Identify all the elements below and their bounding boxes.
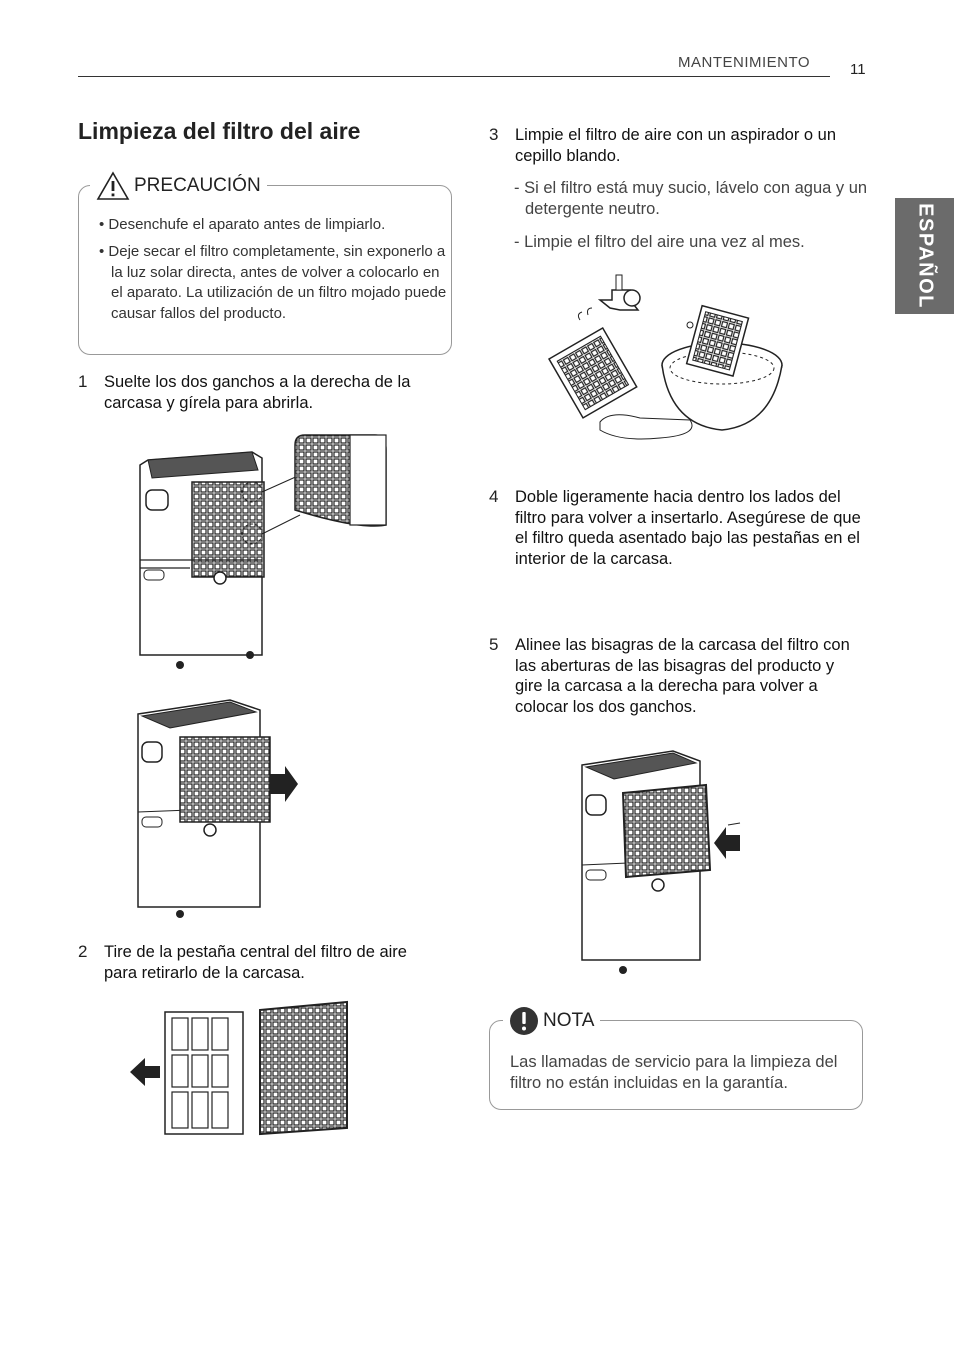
step-number: 2: [78, 942, 88, 961]
step-text: Doble ligeramente hacia dentro los lados…: [515, 488, 861, 568]
step-text: Tire de la pestaña central del filtro de…: [104, 943, 407, 982]
warning-triangle-icon: [96, 171, 130, 200]
dehumidifier-hooks-illustration: [139, 434, 387, 669]
caution-item: • Desenchufe el aparato antes de limpiar…: [99, 216, 386, 233]
exclamation-circle-icon: [510, 1007, 538, 1035]
note-text: Las llamadas de servicio para la limpiez…: [510, 1053, 838, 1092]
caution-label: PRECAUCIÓN: [90, 171, 267, 201]
step-note: - Si el filtro está muy sucio, lávelo co…: [514, 179, 868, 218]
caution-item: • Deje secar el filtro completamente, si…: [99, 243, 447, 322]
dehumidifier-open-illustration: [137, 699, 298, 918]
filter-washing-illustration: [547, 274, 783, 440]
step-text: Limpie el filtro de aire con un aspirado…: [515, 126, 837, 165]
step-number: 3: [489, 125, 499, 144]
note-label-text: NOTA: [543, 1010, 595, 1031]
page-title: Limpieza del filtro del aire: [78, 118, 361, 144]
note-label: NOTA: [503, 1006, 601, 1036]
step-number: 5: [489, 635, 499, 654]
header-divider: [78, 76, 830, 77]
step-text: Suelte los dos ganchos a la derecha de l…: [104, 373, 411, 412]
language-tab-label: ESPAÑOL: [914, 203, 936, 309]
filter-removal-illustration: [130, 1000, 348, 1136]
step-note: - Limpie el filtro del aire una vez al m…: [514, 233, 805, 251]
filter-reinsert-illustration: [581, 750, 741, 974]
step-number: 1: [78, 372, 88, 391]
step-text: Alinee las bisagras de la carcasa del fi…: [515, 636, 850, 716]
caution-label-text: PRECAUCIÓN: [134, 175, 261, 196]
page-number: 11: [850, 61, 866, 78]
step-number: 4: [489, 487, 499, 506]
section-name: MANTENIMIENTO: [678, 54, 811, 71]
note-box: [489, 1020, 863, 1110]
language-tab: ESPAÑOL: [895, 198, 954, 314]
